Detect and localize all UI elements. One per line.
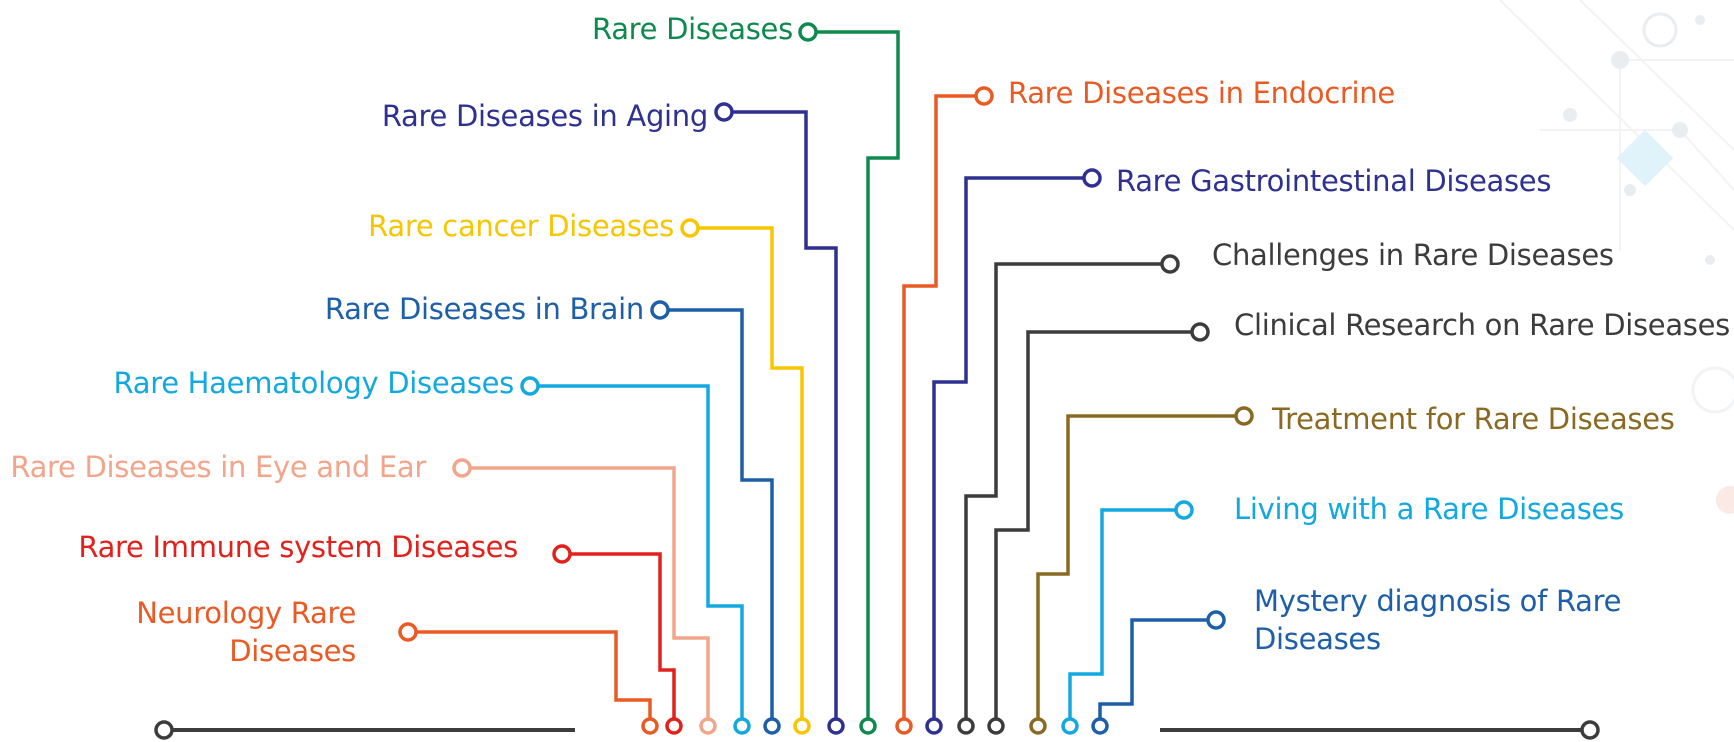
trace-start-node-rare-diseases: [800, 24, 816, 40]
trace-start-node-challenges: [1162, 256, 1178, 272]
trace-endocrine: [897, 88, 992, 733]
topic-label-clinical[interactable]: Clinical Research on Rare Diseases: [1234, 306, 1734, 344]
topic-label-rare-diseases[interactable]: Rare Diseases: [592, 10, 792, 48]
trace-end-node-endocrine: [897, 719, 911, 733]
trace-aging: [716, 104, 843, 733]
trace-end-node-cancer: [795, 719, 809, 733]
topic-label-immune[interactable]: Rare Immune system Diseases: [60, 528, 518, 566]
trace-start-node-eye-ear: [454, 460, 470, 476]
topic-label-aging[interactable]: Rare Diseases in Aging: [330, 97, 708, 135]
trace-line-rare-diseases: [808, 32, 898, 726]
trace-end-node-gastro: [927, 719, 941, 733]
topic-label-brain[interactable]: Rare Diseases in Brain: [300, 290, 644, 328]
trace-cancer: [682, 220, 809, 733]
trace-start-node-neurology: [400, 624, 416, 640]
trace-end-node-haematology: [735, 719, 749, 733]
trace-end-node-treatment: [1031, 719, 1045, 733]
baseline-right-end-node: [1582, 722, 1598, 738]
trace-start-node-cancer: [682, 220, 698, 236]
trace-start-node-aging: [716, 104, 732, 120]
trace-start-node-treatment: [1236, 408, 1252, 424]
trace-eye-ear: [454, 460, 715, 733]
topic-label-challenges[interactable]: Challenges in Rare Diseases: [1212, 236, 1682, 274]
trace-line-mystery: [1100, 620, 1216, 726]
trace-rare-diseases: [800, 24, 898, 733]
trace-living: [1063, 502, 1192, 733]
trace-line-brain: [660, 310, 772, 726]
trace-line-clinical: [996, 332, 1200, 726]
trace-end-node-immune: [667, 719, 681, 733]
trace-start-node-endocrine: [976, 88, 992, 104]
trace-end-node-aging: [829, 719, 843, 733]
trace-start-node-living: [1176, 502, 1192, 518]
trace-end-node-rare-diseases: [861, 719, 875, 733]
baseline-left-end-node: [156, 722, 172, 738]
trace-mystery: [1093, 612, 1224, 733]
topic-label-living[interactable]: Living with a Rare Diseases: [1234, 490, 1654, 528]
trace-start-node-brain: [652, 302, 668, 318]
baseline-lines: [156, 722, 1598, 738]
trace-clinical: [989, 324, 1208, 733]
trace-end-node-brain: [765, 719, 779, 733]
trace-line-neurology: [408, 632, 650, 726]
topic-label-treatment[interactable]: Treatment for Rare Diseases: [1272, 400, 1692, 438]
trace-line-living: [1070, 510, 1184, 726]
trace-neurology: [400, 624, 657, 733]
trace-line-eye-ear: [462, 468, 708, 726]
trace-end-node-neurology: [643, 719, 657, 733]
trace-start-node-clinical: [1192, 324, 1208, 340]
trace-end-node-challenges: [959, 719, 973, 733]
topic-label-haematology[interactable]: Rare Haematology Diseases: [60, 364, 514, 402]
topic-label-endocrine[interactable]: Rare Diseases in Endocrine: [1008, 74, 1448, 112]
topic-label-mystery[interactable]: Mystery diagnosis of Rare Diseases: [1254, 582, 1654, 658]
topic-label-neurology[interactable]: Neurology Rare Diseases: [110, 594, 356, 670]
trace-end-node-clinical: [989, 719, 1003, 733]
trace-gastro: [927, 170, 1100, 733]
trace-end-node-eye-ear: [701, 719, 715, 733]
topic-label-cancer[interactable]: Rare cancer Diseases: [330, 207, 674, 245]
trace-start-node-haematology: [522, 378, 538, 394]
trace-start-node-immune: [554, 546, 570, 562]
trace-end-node-mystery: [1093, 719, 1107, 733]
trace-end-node-living: [1063, 719, 1077, 733]
trace-treatment: [1031, 408, 1252, 733]
trace-start-node-mystery: [1208, 612, 1224, 628]
topic-label-eye-ear[interactable]: Rare Diseases in Eye and Ear: [0, 448, 426, 486]
topic-label-gastro[interactable]: Rare Gastrointestinal Diseases: [1116, 162, 1596, 200]
trace-line-endocrine: [904, 96, 984, 726]
trace-start-node-gastro: [1084, 170, 1100, 186]
